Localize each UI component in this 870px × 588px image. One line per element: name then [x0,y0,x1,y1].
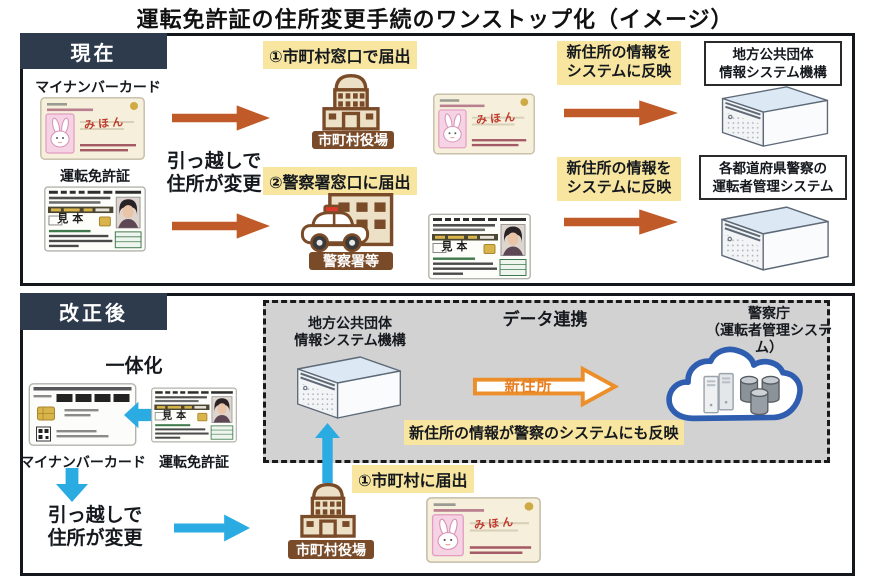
data-link-title: データ連携 [502,310,588,329]
step3-label: ①市町村に届出 [352,465,474,493]
mynumber-card-back-image [28,383,137,446]
step2-label: ②警察署窓口に届出 [263,167,417,195]
mynumber-card-image: みほん [426,497,541,563]
license-card-image: 見本 [44,186,146,252]
server-icon [716,82,834,150]
npa-label: 警察庁 （運転者管理システム） [706,305,832,355]
municipal-office-label: 市町村役場 [312,131,394,149]
mynumber-card-label: マイナンバーカード [20,454,146,470]
mynumber-card-label: マイナンバーカード [35,79,161,95]
blue-down-arrow-icon [56,468,88,502]
orange-arrow-icon [564,99,678,127]
license-sample-text: 見本 [441,240,472,253]
prefpolice-system-box-label: 各都道府県警察の 運転者管理システム [699,155,847,201]
new-address-label: 新住所 [504,378,553,395]
license-card-image: 見本 [428,213,531,280]
blue-up-arrow-icon [315,423,340,483]
server-icon [716,202,834,274]
mynumber-sample-text: みほん [83,115,127,132]
page-title: 運転免許証の住所変更手続のワンストップ化（イメージ） [136,7,734,32]
license-card-image: 見本 [151,386,237,444]
mynumber-card-image: みほん [40,97,145,160]
new-address-arrow: 新住所 [472,364,619,407]
move-text: 引っ越しで 住所が変更 [166,151,262,195]
municipal-office-label: 市町村役場 [288,540,374,559]
server-icon [292,352,406,422]
municipal-office-icon [295,480,361,540]
jlis-system-box-label: 地方公共団体 情報システム機構 [704,41,842,87]
license-sample-text: 見本 [162,411,191,423]
reflect-police-label: 新住所の情報が警察のシステムにも反映 [404,420,684,445]
current-panel-header: 現在 [20,33,167,69]
license-card-label: 運転免許証 [60,168,130,184]
orange-arrow-icon [172,104,270,132]
license-sample-text: 見本 [57,213,88,226]
orange-arrow-icon [564,208,678,236]
reflect-system-label: 新住所の情報を システムに反映 [557,41,681,85]
jlis-label: 地方公共団体 情報システム機構 [294,315,406,348]
step1-label: ①市町村窓口で届出 [263,41,417,69]
integration-label: 一体化 [105,356,163,377]
orange-arrow-icon [172,212,270,240]
reflect-system-label: 新住所の情報を システムに反映 [557,157,681,201]
license-card-label: 運転免許証 [159,454,229,470]
mynumber-card-image: みほん [433,93,535,155]
revised-panel-header: 改正後 [20,293,167,330]
move-text: 引っ越しで 住所が変更 [47,505,143,549]
police-station-icon [299,191,395,255]
blue-right-arrow-icon [174,513,250,543]
police-station-label: 警察署等 [309,252,393,270]
cloud-system-icon [660,346,810,426]
municipal-office-icon [317,71,385,133]
